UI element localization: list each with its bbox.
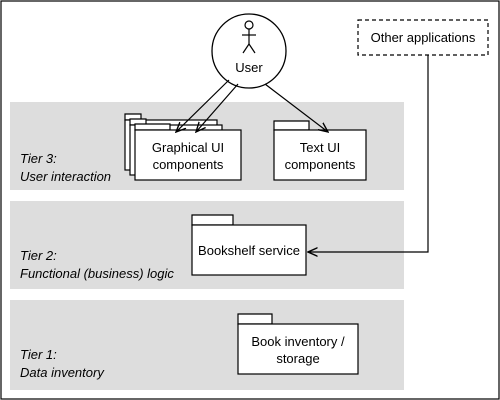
user-label: User [235,60,263,75]
arrow-user-to-graphical-ui-2 [196,83,239,132]
arrow-other-apps-to-bookshelf [308,55,429,252]
user-circle [211,13,287,89]
book-inventory-line1: Book inventory / [251,334,345,349]
tier-1-subtitle: Data inventory [20,365,105,380]
text-ui-line1: Text UI [300,140,340,155]
arrow-user-to-graphical-ui [176,79,230,132]
other-applications-box: Other applications [357,19,489,56]
tier-2-title: Tier 2: [20,248,57,263]
text-ui-line2: components [285,157,356,172]
tier-1-title: Tier 1: [20,347,57,362]
tier-2-subtitle: Functional (business) logic [20,266,174,281]
book-inventory-line2: storage [276,351,319,366]
arrow-user-to-text-ui [264,83,328,132]
tier-3-subtitle: User interaction [20,169,111,184]
other-applications-label: Other applications [371,30,476,45]
user-actor: User [211,13,287,89]
book-inventory-package: Book inventory / storage [237,313,359,375]
graphical-ui-line2: components [153,157,224,172]
bookshelf-service-label: Bookshelf service [198,243,300,258]
graphical-ui-package: Graphical UI components [124,113,242,181]
tier-3-title: Tier 3: [20,151,57,166]
stick-figure-icon [242,20,256,54]
bookshelf-service-package: Bookshelf service [191,214,307,276]
graphical-ui-line1: Graphical UI [152,140,224,155]
text-ui-package: Text UI components [273,120,367,181]
